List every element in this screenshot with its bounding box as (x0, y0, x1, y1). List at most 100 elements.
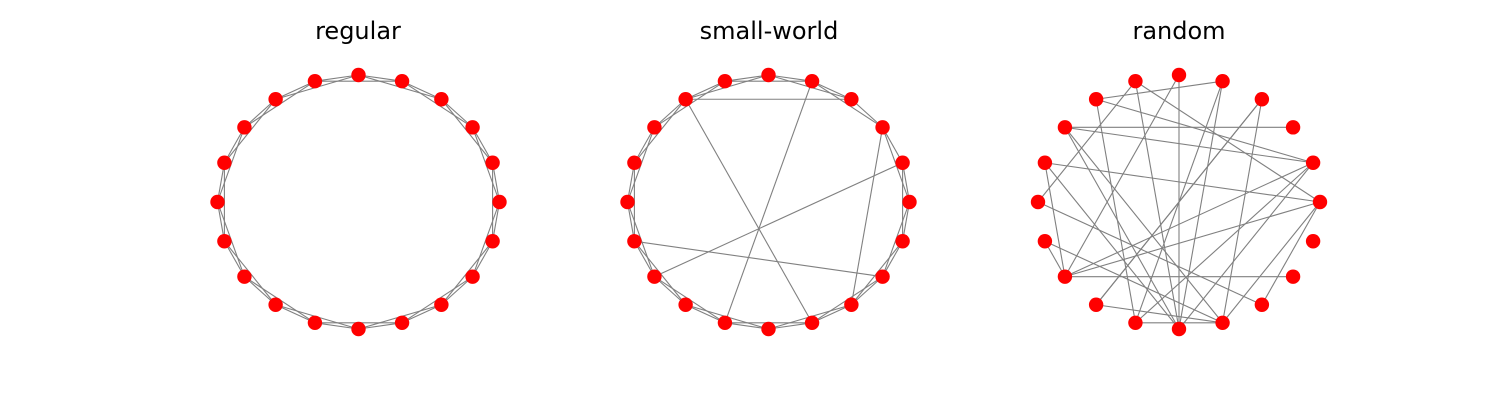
random-node-14 (1128, 315, 1143, 330)
small-world-node-2 (875, 120, 890, 135)
regular-edge-16-17 (401, 304, 442, 324)
regular-node-14 (307, 315, 323, 330)
random-node-19 (1305, 234, 1321, 249)
small-world-node-7 (678, 92, 693, 107)
small-world-node-1 (895, 155, 910, 170)
random-node-16 (1215, 315, 1230, 330)
small-world-edge-4-5 (768, 74, 813, 82)
small-world-node-3 (844, 92, 859, 107)
node-group-random (1030, 67, 1328, 337)
small-world-node-17 (844, 297, 859, 312)
random-edge-7-14 (1095, 99, 1136, 323)
random-node-15 (1171, 321, 1187, 337)
small-world-node-10 (620, 194, 635, 210)
small-world-edge-15-16 (768, 322, 813, 330)
regular-node-2 (465, 120, 480, 135)
random-node-6 (1128, 74, 1143, 89)
random-edge-0-12 (1064, 201, 1321, 278)
node-group-regular (210, 67, 507, 337)
small-world-node-4 (804, 74, 820, 89)
random-node-18 (1285, 269, 1301, 284)
small-world-node-8 (647, 120, 662, 135)
small-world-edge-16-17 (811, 304, 852, 324)
small-world-node-5 (761, 67, 776, 83)
small-world-node-15 (761, 321, 776, 337)
small-world-edge-1-12 (654, 162, 903, 278)
regular-edge-15-16 (358, 322, 403, 330)
random-node-17 (1254, 297, 1270, 312)
regular-node-18 (465, 269, 480, 284)
random-node-7 (1088, 92, 1104, 107)
regular-edge-6-7 (275, 80, 316, 100)
random-edge-17-0 (1261, 201, 1321, 306)
random-edge-4-15 (1178, 81, 1224, 330)
random-node-3 (1254, 92, 1270, 107)
panel-small-world: small-world (620, 17, 917, 337)
random-edge-1-15 (1178, 162, 1314, 330)
random-edge-6-0 (1135, 80, 1321, 203)
small-world-node-14 (717, 315, 733, 330)
random-node-11 (1037, 234, 1053, 249)
regular-node-6 (307, 74, 323, 89)
random-edge-8-16 (1064, 127, 1223, 324)
regular-node-13 (268, 297, 283, 312)
small-world-node-9 (627, 155, 642, 170)
panel-regular: regular (210, 17, 507, 337)
regular-node-12 (237, 269, 252, 284)
edge-group-regular (216, 74, 501, 330)
random-node-5 (1171, 67, 1187, 83)
random-edge-0-16 (1222, 201, 1321, 324)
panel-random: random (1030, 17, 1328, 337)
panel-title-random: random (1132, 17, 1225, 45)
small-world-edge-18-11 (634, 240, 883, 278)
small-world-edge-13-14 (685, 304, 726, 324)
small-world-node-13 (678, 297, 693, 312)
regular-node-3 (434, 92, 449, 107)
panel-title-small-world: small-world (700, 17, 839, 45)
random-node-8 (1057, 120, 1073, 135)
regular-node-15 (351, 321, 366, 337)
regular-node-5 (351, 67, 366, 83)
random-edge-8-15 (1064, 127, 1180, 330)
regular-edge-14-15 (314, 322, 359, 330)
regular-node-1 (485, 155, 500, 170)
regular-edge-4-5 (358, 74, 403, 82)
random-edge-5-12 (1064, 74, 1180, 277)
panel-title-regular: regular (315, 17, 401, 45)
regular-edge-5-6 (314, 74, 359, 82)
regular-node-7 (268, 92, 283, 107)
regular-node-9 (217, 155, 232, 170)
small-world-edge-2-17 (850, 127, 884, 305)
random-node-13 (1088, 297, 1104, 312)
small-world-node-16 (804, 315, 820, 330)
random-edge-13-16 (1096, 304, 1223, 324)
regular-node-11 (217, 234, 232, 249)
small-world-node-18 (875, 269, 890, 284)
regular-node-10 (210, 194, 225, 210)
regular-node-8 (237, 120, 252, 135)
random-edge-6-10 (1037, 80, 1136, 203)
random-node-9 (1037, 155, 1053, 170)
regular-edge-3-4 (401, 80, 442, 100)
node-group-small-world (620, 67, 917, 337)
random-edge-9-12 (1044, 162, 1066, 277)
small-world-edge-14-15 (724, 322, 769, 330)
random-edge-4-7 (1096, 80, 1223, 100)
regular-node-16 (394, 315, 410, 330)
small-world-edge-16-7 (685, 98, 813, 324)
regular-node-4 (394, 74, 410, 89)
random-edge-9-15 (1044, 162, 1180, 330)
small-world-edge-4-14 (724, 81, 813, 323)
small-world-node-19 (895, 234, 910, 249)
edge-group-random (1037, 74, 1321, 330)
random-edge-6-15 (1134, 81, 1180, 330)
small-world-edge-6-7 (685, 80, 726, 100)
random-node-0 (1312, 194, 1328, 210)
small-world-node-6 (717, 74, 733, 89)
random-node-4 (1215, 74, 1230, 89)
regular-node-0 (492, 194, 507, 210)
small-world-node-12 (647, 269, 662, 284)
random-node-10 (1030, 194, 1046, 210)
small-world-node-0 (902, 194, 917, 210)
